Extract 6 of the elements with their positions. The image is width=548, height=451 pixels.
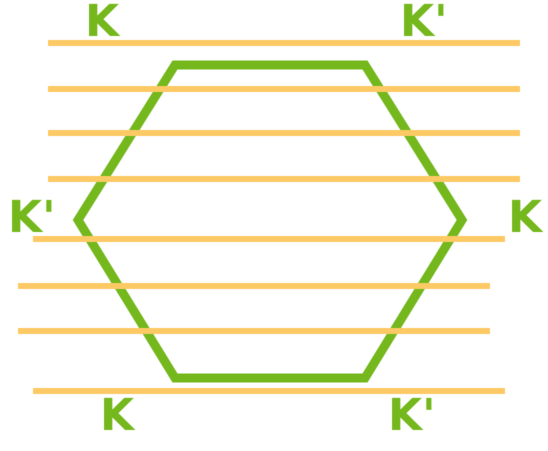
valley-label: K (85, 0, 120, 44)
valley-label: K' (400, 0, 448, 44)
valley-label: K' (388, 394, 436, 438)
valley-label: K (508, 196, 542, 240)
valley-label: K' (8, 196, 56, 240)
valley-label: K (100, 394, 134, 438)
